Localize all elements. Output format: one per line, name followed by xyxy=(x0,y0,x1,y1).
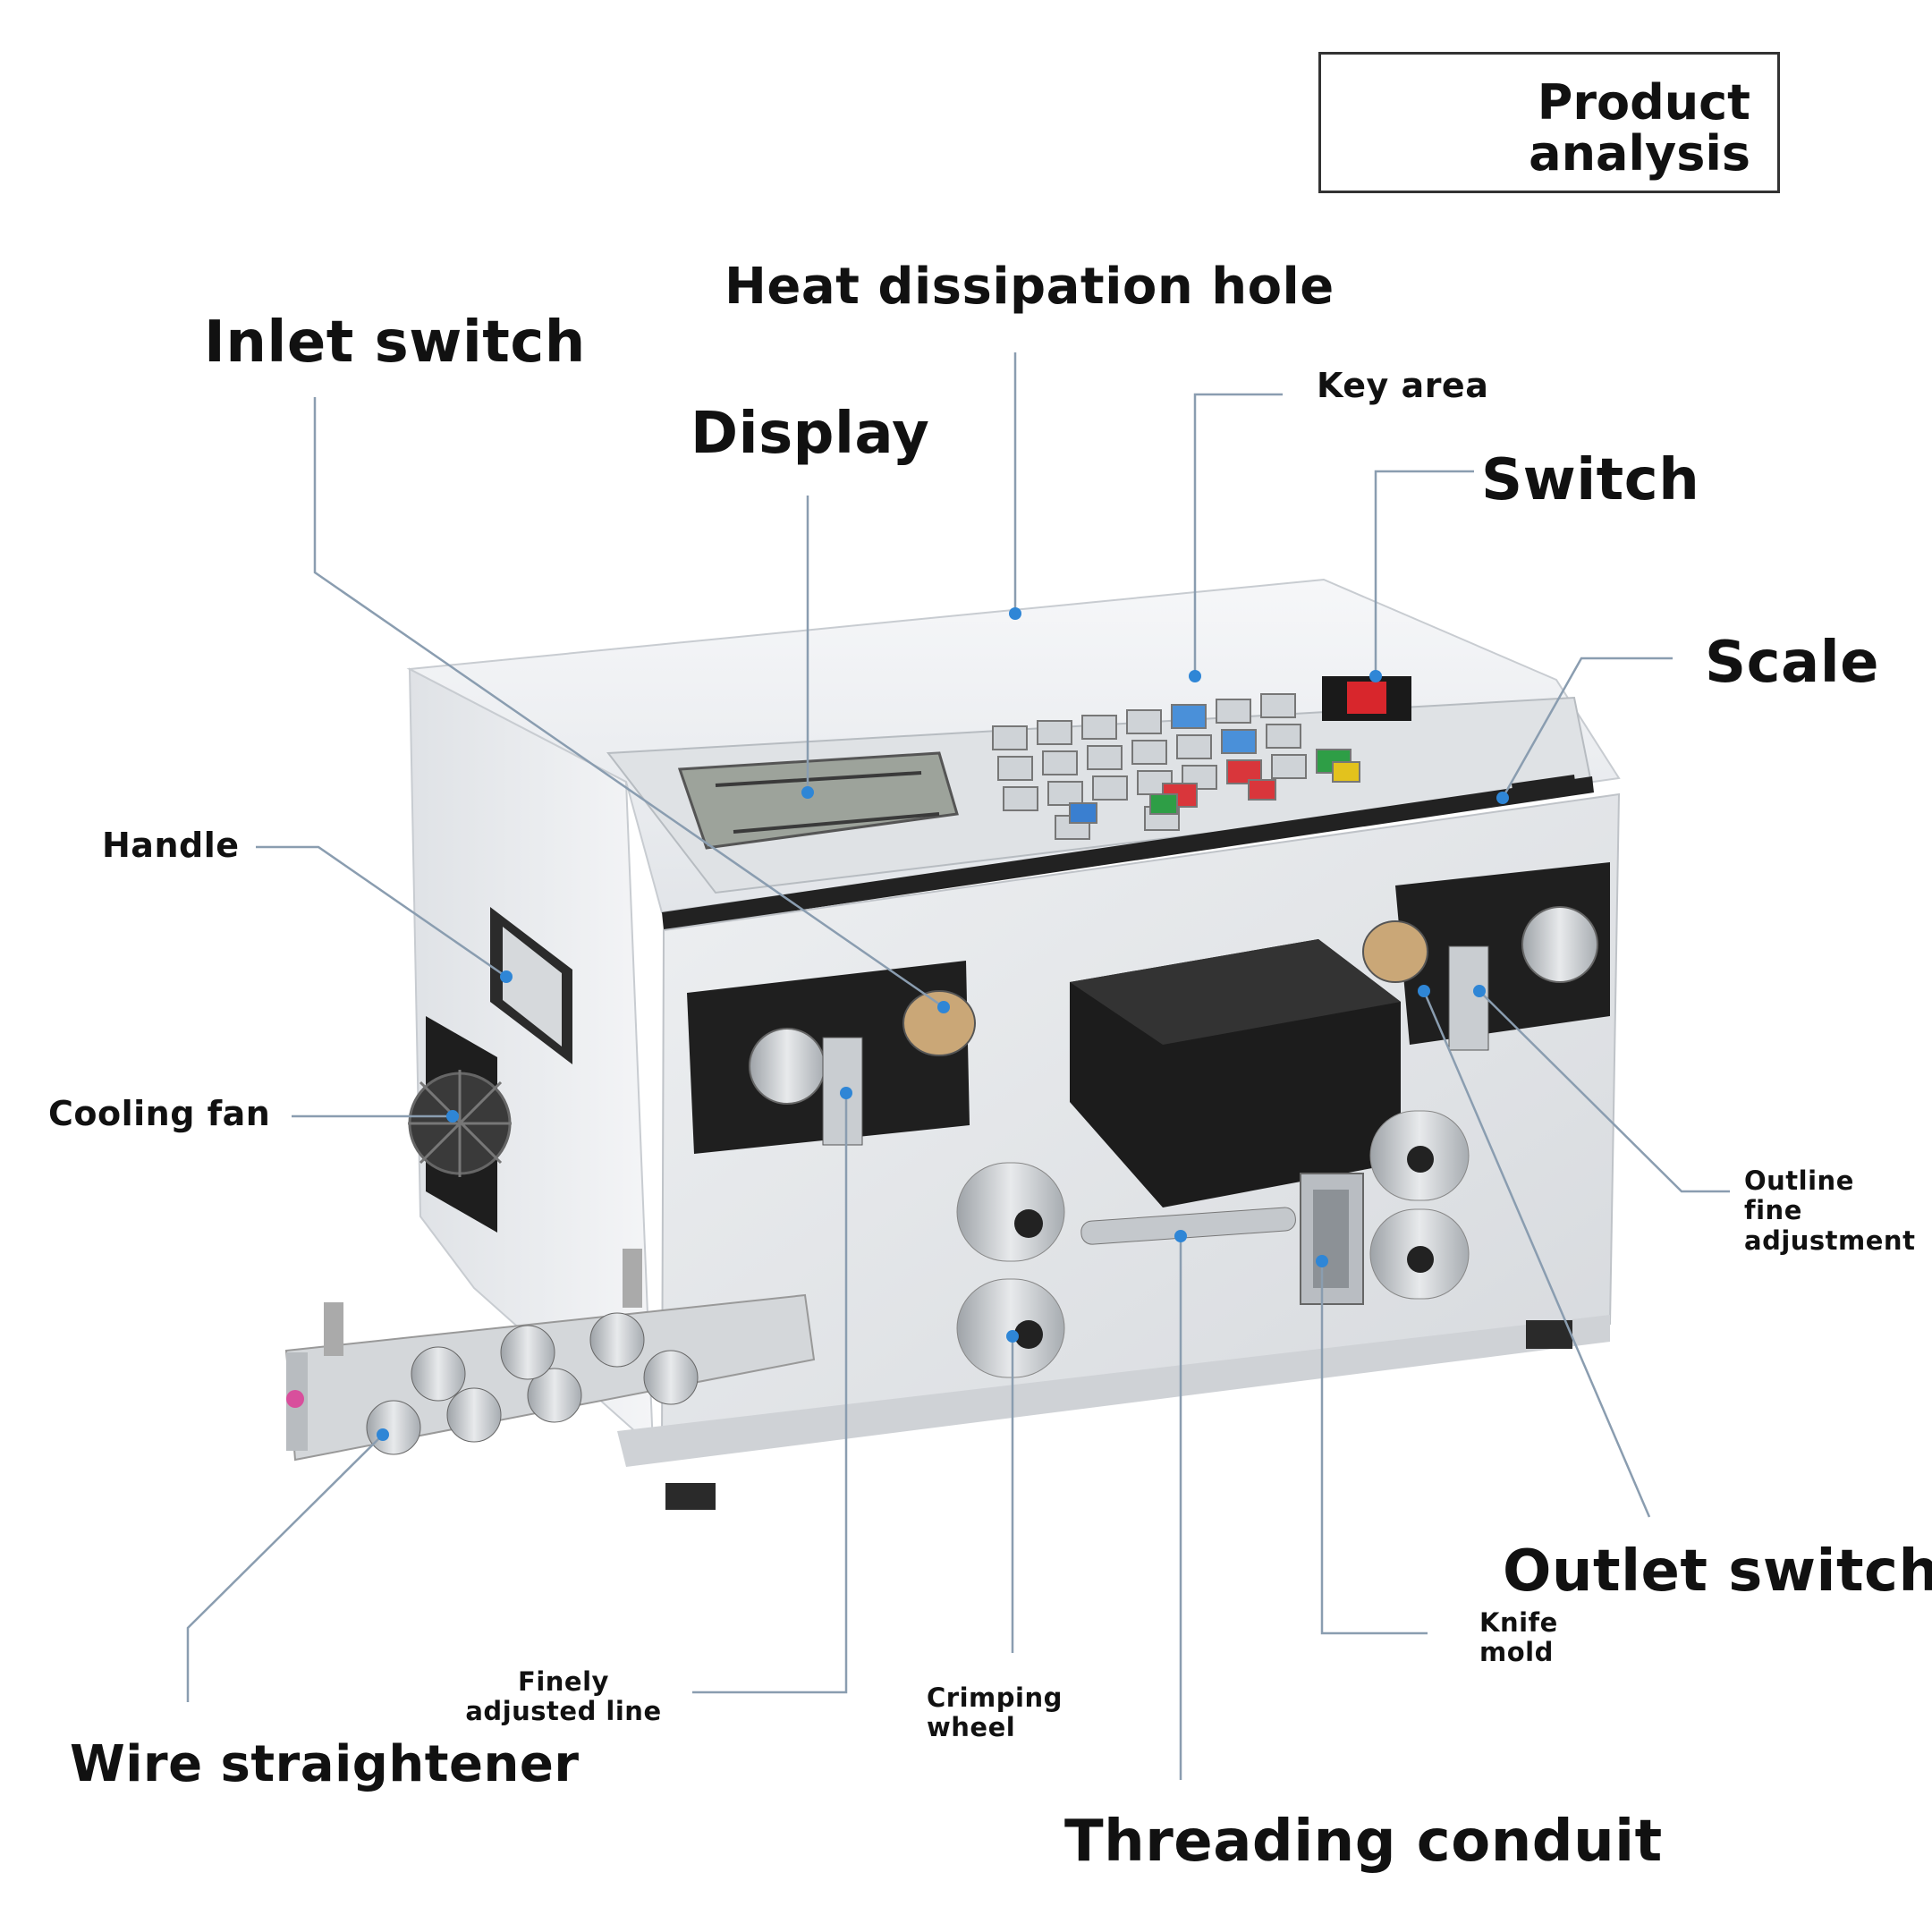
label-heat-dissipation-hole: Heat dissipation hole xyxy=(724,258,1335,316)
cooling-fan xyxy=(408,1016,512,1233)
display-screen xyxy=(677,751,959,850)
outlet-switch-block xyxy=(1362,862,1610,1051)
machine-side-panel xyxy=(408,667,655,1450)
label-wire-straightener: Wire straightener xyxy=(70,1735,580,1793)
label-threading-conduit: Threading conduit xyxy=(1064,1809,1663,1875)
marker-dots xyxy=(377,607,1509,1441)
leader-lines xyxy=(186,352,1730,1780)
label-outline-fine-adjustment: Outline fine adjustment xyxy=(1744,1165,1916,1256)
label-display: Display xyxy=(691,401,930,467)
cutter-housing xyxy=(1070,939,1401,1208)
label-knife-mold: Knife mold xyxy=(1479,1607,1558,1668)
label-crimping-wheel: Crimping wheel xyxy=(927,1682,1063,1743)
product-analysis-box: Product analysis xyxy=(1318,52,1780,193)
title-line-1: Product xyxy=(1537,74,1750,131)
title-line-2: analysis xyxy=(1529,124,1750,182)
control-panel xyxy=(606,676,1594,930)
inlet-switch-block xyxy=(687,961,976,1154)
power-switch xyxy=(1322,676,1411,721)
label-switch: Switch xyxy=(1481,447,1700,513)
label-handle: Handle xyxy=(102,826,240,865)
wire-straightener-assembly xyxy=(284,1249,816,1462)
threading-conduit xyxy=(1080,1207,1296,1245)
label-finely-adjusted-line: Finely adjusted line xyxy=(465,1666,662,1727)
label-cooling-fan: Cooling fan xyxy=(48,1094,271,1133)
scale-ruler xyxy=(662,775,1594,930)
key-pad xyxy=(992,693,1360,840)
knife-mold xyxy=(1300,1173,1364,1305)
label-inlet-switch: Inlet switch xyxy=(204,309,586,376)
label-key-area: Key area xyxy=(1317,366,1489,405)
crimping-wheels xyxy=(956,1110,1470,1378)
handle xyxy=(490,907,572,1064)
label-outlet-switch: Outlet switch xyxy=(1503,1538,1932,1605)
label-scale: Scale xyxy=(1705,630,1880,696)
product-analysis-title: Product analysis xyxy=(1529,74,1750,182)
